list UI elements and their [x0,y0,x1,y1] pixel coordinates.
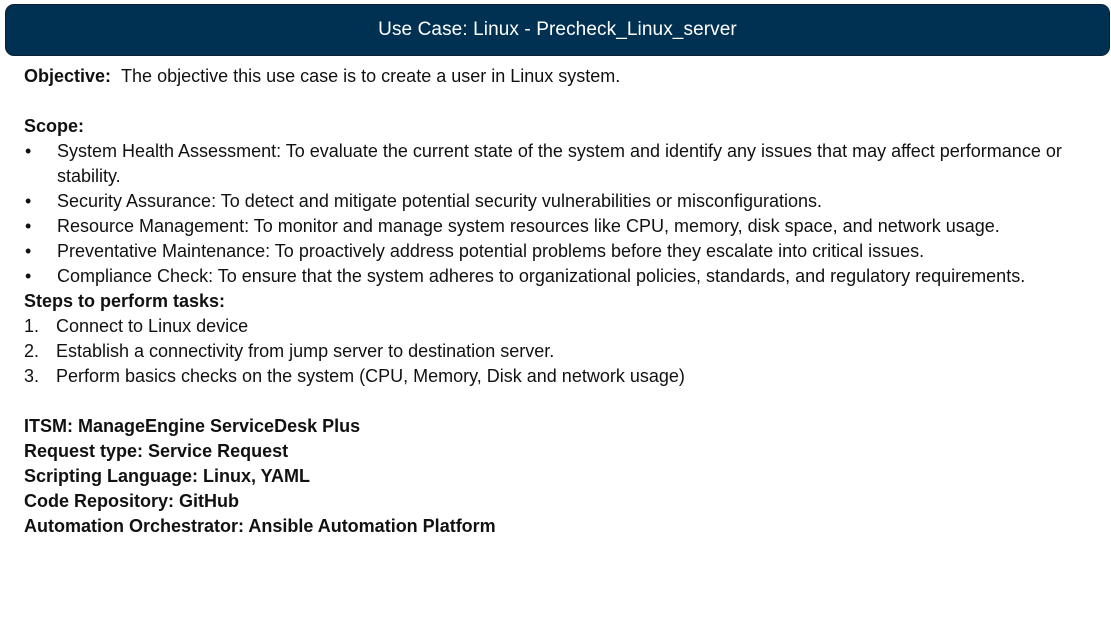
objective-line: Objective: The objective this use case i… [24,64,1104,89]
bullet-icon: • [25,141,32,161]
scope-item-text: Preventative Maintenance: To proactively… [57,241,925,261]
detail-scripting-language: Scripting Language: Linux, YAML [24,466,311,486]
steps-heading: Steps to perform tasks: [24,291,226,311]
scope-item: • Resource Management: To monitor and ma… [24,214,1104,239]
scope-item: • Security Assurance: To detect and miti… [24,189,1104,214]
detail-automation-orchestrator: Automation Orchestrator: Ansible Automat… [24,516,496,536]
scope-item-text: Compliance Check: To ensure that the sys… [57,266,1026,286]
scope-item-text: Resource Management: To monitor and mana… [57,216,1000,236]
step-text: Perform basics checks on the system (CPU… [56,366,685,386]
step-text: Connect to Linux device [56,316,249,336]
detail-code-repository: Code Repository: GitHub [24,491,239,511]
page-title: Use Case: Linux - Precheck_Linux_server [378,19,737,40]
scope-item: • System Health Assessment: To evaluate … [24,139,1104,189]
spacer [24,89,1104,114]
step-text: Establish a connectivity from jump serve… [56,341,555,361]
spacer [24,389,1104,414]
bullet-icon: • [25,191,32,211]
step-item: 2. Establish a connectivity from jump se… [24,339,1104,364]
step-item: 1. Connect to Linux device [24,314,1104,339]
bullet-icon: • [25,266,32,286]
scope-item-text: Security Assurance: To detect and mitiga… [57,191,823,211]
scope-heading: Scope: [24,116,85,136]
scope-item: • Preventative Maintenance: To proactive… [24,239,1104,264]
step-number: 2. [24,341,40,361]
detail-itsm: ITSM: ManageEngine ServiceDesk Plus [24,416,361,436]
scope-item-text: System Health Assessment: To evaluate th… [57,141,1062,186]
details-block: ITSM: ManageEngine ServiceDesk Plus Requ… [24,414,1104,539]
step-number: 3. [24,366,40,386]
document-body: Objective: The objective this use case i… [24,64,1104,539]
step-item: 3. Perform basics checks on the system (… [24,364,1104,389]
detail-request-type: Request type: Service Request [24,441,289,461]
step-number: 1. [24,316,40,336]
scope-list: • System Health Assessment: To evaluate … [24,139,1104,289]
objective-text: The objective this use case is to create… [121,66,621,86]
steps-list: 1. Connect to Linux device 2. Establish … [24,314,1104,389]
bullet-icon: • [25,216,32,236]
title-banner: Use Case: Linux - Precheck_Linux_server [5,4,1110,56]
objective-label: Objective: [24,66,112,86]
scope-item: • Compliance Check: To ensure that the s… [24,264,1104,289]
bullet-icon: • [25,241,32,261]
